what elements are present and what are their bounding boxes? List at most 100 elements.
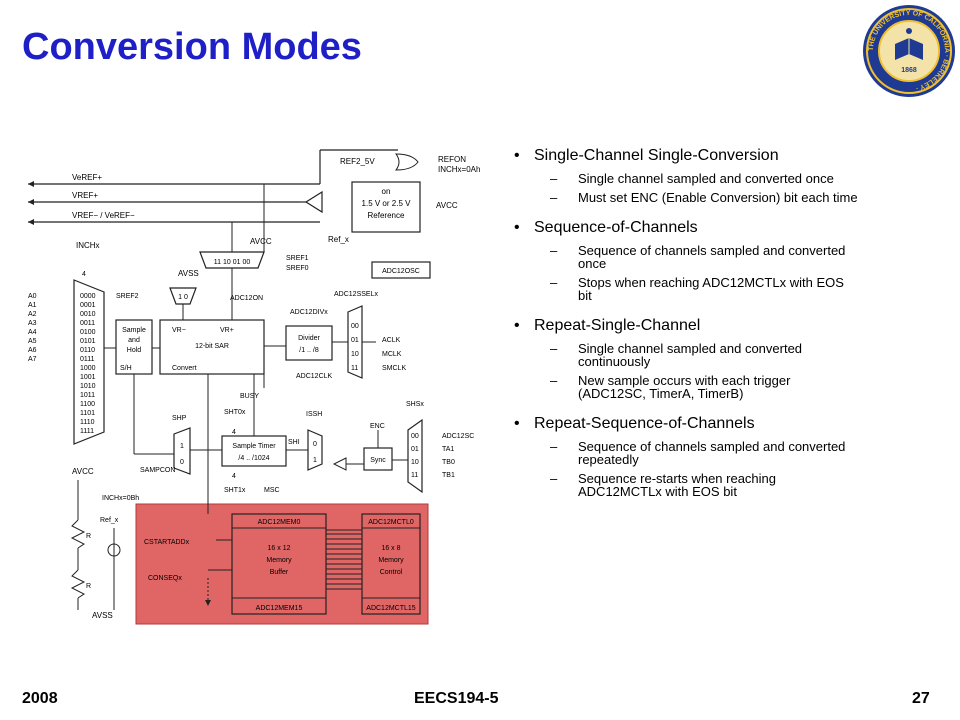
avcc-label: AVCC bbox=[250, 237, 272, 246]
inch-code: 1101 bbox=[80, 410, 95, 417]
footer-page-number: 27 bbox=[912, 690, 930, 707]
bullet-item: Repeat-Single-Channel–Single channel sam… bbox=[508, 316, 948, 400]
sample-hold-box bbox=[115, 319, 153, 375]
analog-input-label: A6 bbox=[28, 347, 37, 354]
bullet-heading: Repeat-Sequence-of-Channels bbox=[508, 414, 948, 434]
slide-title: Conversion Modes bbox=[22, 26, 362, 68]
cstartadd-label: CSTARTADDx bbox=[144, 539, 190, 546]
memory-buffer-box bbox=[231, 513, 327, 615]
issh-label: ISSH bbox=[306, 411, 322, 418]
bullet-subitem: –Must set ENC (Enable Conversion) bit ea… bbox=[550, 190, 858, 205]
adc12-block-diagram: VeREF+ VREF+ VREF− / VeREF− Ref_x on 1.5… bbox=[28, 149, 480, 625]
inchx-0ah-label: INCHx=0Ah bbox=[438, 165, 480, 174]
bullet-heading: Single-Channel Single-Conversion bbox=[508, 146, 948, 166]
bullet-item: Repeat-Sequence-of-Channels –Sequence of … bbox=[508, 414, 948, 498]
resistor-2-label: R bbox=[86, 583, 91, 590]
sref1-label: SREF1 bbox=[286, 255, 309, 262]
adc12on-label: ADC12ON bbox=[230, 295, 263, 302]
shs-code: 00 bbox=[411, 433, 419, 440]
clock-name: ACLK bbox=[382, 337, 401, 344]
inch-code: 1100 bbox=[80, 401, 95, 408]
reference-box bbox=[351, 181, 421, 233]
bullet-subitem: –Single channel sampled and converted co… bbox=[550, 341, 803, 369]
issh-mux-0: 0 bbox=[313, 441, 317, 448]
shp-mux-1: 1 bbox=[180, 443, 184, 450]
mctl-line-4: Control bbox=[380, 569, 403, 576]
msc-label: MSC bbox=[264, 487, 280, 494]
bullet-list: Single-Channel Single-Conversion –Single … bbox=[508, 146, 948, 512]
inch-code: 1010 bbox=[80, 383, 96, 390]
conseq-label: CONSEQx bbox=[148, 575, 182, 582]
avss-label: AVSS bbox=[178, 269, 199, 278]
divider-line-2: /1 .. /8 bbox=[299, 347, 319, 354]
sht0-label: SHT0x bbox=[224, 409, 246, 416]
bullet-subitem: –Sequence re-starts when reaching ADC12M… bbox=[550, 471, 777, 499]
analog-input-label: A2 bbox=[28, 311, 37, 318]
mem-line-3: Memory bbox=[266, 557, 292, 564]
mem-line-2: 16 x 12 bbox=[268, 545, 291, 552]
ref-box-line-2: 1.5 V or 2.5 V bbox=[362, 199, 412, 208]
inch-code: 0011 bbox=[80, 320, 95, 327]
inchx-label: INCHx bbox=[76, 241, 100, 250]
clock-code: 00 bbox=[351, 323, 359, 330]
clock-mux bbox=[347, 305, 363, 379]
sh-line-1: Sample bbox=[122, 327, 146, 334]
resistor-1-label: R bbox=[86, 533, 91, 540]
inch-code: 0111 bbox=[80, 356, 95, 363]
timer-line-1: Sample Timer bbox=[232, 443, 276, 450]
analog-input-label: A4 bbox=[28, 329, 37, 336]
sync-label: Sync bbox=[370, 457, 386, 464]
shs-name: TB1 bbox=[442, 472, 455, 479]
mem-line-1: ADC12MEM0 bbox=[258, 519, 301, 526]
ref2-label: REF2_5V bbox=[340, 157, 375, 166]
shi-label: SHI bbox=[288, 439, 300, 446]
vref-label-3: VREF− / VeREF− bbox=[72, 211, 135, 220]
bullet-subitem: –New sample occurs with each trigger (AD… bbox=[550, 373, 791, 401]
sref2-mux-bits: 1 0 bbox=[178, 294, 188, 301]
ref-x-left-label: Ref_x bbox=[100, 517, 119, 524]
clock-code: 11 bbox=[351, 365, 358, 372]
clock-name: SMCLK bbox=[382, 365, 406, 372]
bullet-subitem: –Sequence of channels sampled and conver… bbox=[550, 439, 846, 467]
mctl-line-3: Memory bbox=[378, 557, 404, 564]
adc12clk-label: ADC12CLK bbox=[296, 373, 333, 380]
shs-code: 10 bbox=[411, 459, 419, 466]
analog-input-label: A1 bbox=[28, 302, 37, 309]
inch-code: 1110 bbox=[80, 419, 95, 426]
bullet-subitem: –Sequence of channels sampled and conver… bbox=[550, 243, 846, 271]
clock-code: 10 bbox=[351, 351, 359, 358]
sh-label: S/H bbox=[120, 365, 132, 372]
shs-label: SHSx bbox=[406, 401, 424, 408]
inch-code: 0010 bbox=[80, 311, 96, 318]
mctl-line-5: ADC12MCTL15 bbox=[366, 605, 416, 612]
shp-mux-0: 0 bbox=[180, 459, 184, 466]
mctl-line-1: ADC12MCTL0 bbox=[368, 519, 414, 526]
mem-line-5: ADC12MEM15 bbox=[256, 605, 303, 612]
refon-label: REFON bbox=[438, 155, 466, 164]
sh-line-2: and bbox=[128, 337, 140, 344]
issh-mux-1: 1 bbox=[313, 457, 317, 464]
vref-label-1: VeREF+ bbox=[72, 173, 102, 182]
shs-name: ADC12SC bbox=[442, 433, 474, 440]
divider-box bbox=[285, 325, 333, 361]
inch-code: 1000 bbox=[80, 365, 96, 372]
bullet-subitem: –Stops when reaching ADC12MCTLx with EOS… bbox=[550, 275, 844, 303]
ref-box-line-1: on bbox=[382, 187, 391, 196]
inch-code: 0101 bbox=[80, 338, 96, 345]
adc12osc-label: ADC12OSC bbox=[382, 268, 420, 275]
enc-label: ENC bbox=[370, 423, 385, 430]
bullet-item: Single-Channel Single-Conversion–Single … bbox=[508, 146, 948, 204]
clock-code: 01 bbox=[351, 337, 359, 344]
inch-code: 0100 bbox=[80, 329, 96, 336]
analog-input-label: A0 bbox=[28, 293, 37, 300]
footer-course: EECS194-5 bbox=[414, 690, 499, 707]
analog-input-label: A3 bbox=[28, 320, 37, 327]
sampcon-label: SAMPCON bbox=[140, 467, 175, 474]
adc12osc-box bbox=[371, 261, 431, 279]
inch-code: 0001 bbox=[80, 302, 96, 309]
